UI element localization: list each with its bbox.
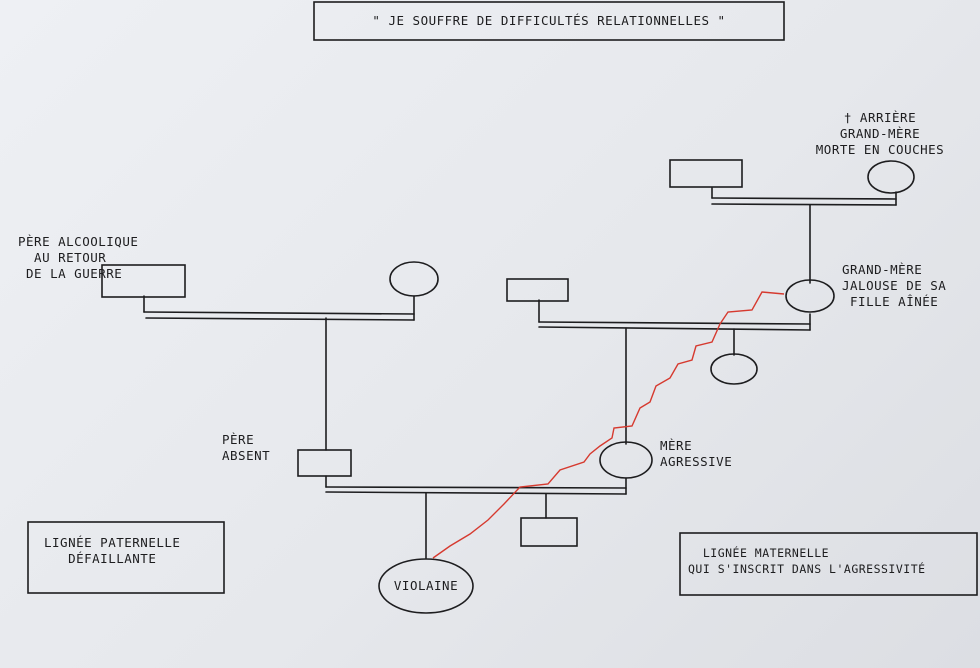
great-grandparents-couple-line: [711, 197, 897, 200]
label-violaine: VIOLAINE: [393, 578, 459, 593]
label-maternal-grandmother: GRAND-MÈRE JALOUSE DE SA FILLE AÎNÉE: [842, 262, 947, 309]
mother-circle: [599, 441, 653, 479]
father-square: [297, 449, 352, 477]
violaine-circle: [378, 558, 474, 614]
label-mother: MÈRE AGRESSIVE: [660, 438, 733, 469]
label-paternal-grandfather: PÈRE ALCOOLIQUE AU RETOUR DE LA GUERRE: [18, 234, 139, 281]
paternal-grandmother-circle: [389, 261, 439, 297]
paternal-couple-line: [143, 311, 415, 315]
page-title: " JE SOUFFRE DE DIFFICULTÉS RELATIONNELL…: [372, 13, 726, 28]
great-grandmother-circle: [867, 160, 915, 194]
title-frame: [313, 1, 785, 41]
maternal-couple-line: [538, 321, 811, 325]
legend-maternal-frame: [679, 532, 978, 596]
great-grandfather-square: [669, 159, 743, 188]
aunt-circle: [710, 353, 758, 385]
maternal-grandmother-circle: [785, 279, 835, 313]
paternal-grandfather-square: [101, 264, 186, 298]
parents-couple-line: [325, 486, 627, 489]
label-great-grandmother: † ARRIÈRE GRAND-MÈRE MORTE EN COUCHES: [815, 110, 945, 157]
maternal-grandfather-square: [506, 278, 569, 302]
brother-square: [520, 517, 578, 547]
aggression-line: [432, 291, 785, 559]
legend-paternal-text: LIGNÉE PATERNELLE DÉFAILLANTE: [44, 535, 181, 566]
legend-maternal-text: LIGNÉE MATERNELLE QUI S'INSCRIT DANS L'A…: [688, 546, 926, 576]
label-father: PÈRE ABSENT: [222, 432, 271, 463]
legend-paternal-frame: [27, 521, 225, 594]
